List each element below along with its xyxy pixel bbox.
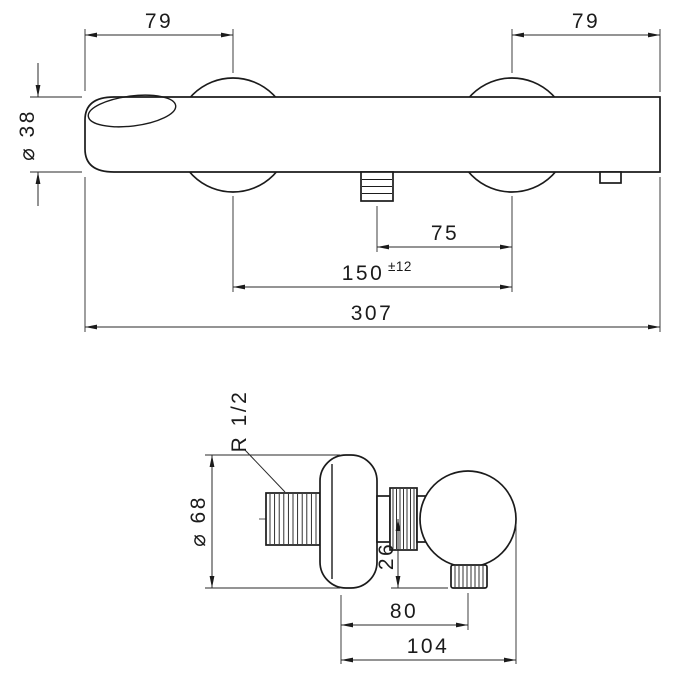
- dim-inlet-spacing: 150 ±12: [233, 259, 512, 290]
- dim-label: 26: [375, 542, 398, 570]
- volume-knob: [450, 564, 488, 589]
- inlet-thread: [265, 492, 321, 546]
- dim-label: 307: [351, 302, 394, 325]
- dim-outlet-drop: 26: [375, 519, 401, 588]
- body-end-tab: [599, 171, 622, 184]
- outlet-connector: [360, 171, 394, 202]
- mixer-body-profile: [419, 470, 517, 568]
- dim-depth-to-handle: 80: [341, 600, 468, 628]
- temperature-handle: [87, 94, 177, 128]
- dim-escutcheon-diameter: ⌀ 68: [187, 455, 215, 588]
- dim-right-offset: 79: [512, 10, 660, 38]
- dim-overall-length: 307: [85, 302, 660, 330]
- dim-label: 75: [431, 222, 459, 245]
- dim-label: 104: [407, 635, 450, 658]
- wall-escutcheon-profile: [319, 454, 378, 589]
- side-view-geometry: [259, 454, 517, 589]
- dim-body-diameter: ⌀ 38: [16, 63, 41, 206]
- dim-label: 150: [342, 262, 385, 285]
- dim-label: ⌀ 38: [16, 109, 39, 161]
- dim-label: 79: [572, 10, 600, 33]
- dim-label: R 1/2: [228, 390, 251, 453]
- dim-tolerance: ±12: [388, 259, 412, 274]
- mixer-body: [84, 96, 661, 173]
- escutcheon-disc: [319, 454, 378, 589]
- dim-outlet-to-inlet: 75: [377, 222, 512, 250]
- dim-thread-size: R 1/2: [228, 390, 286, 493]
- dim-label: ⌀ 68: [187, 495, 210, 547]
- dim-overall-depth: 104: [341, 635, 516, 663]
- connector-collar: [376, 495, 391, 543]
- volume-knob-body: [450, 564, 488, 589]
- connector-thread: [389, 487, 418, 551]
- dim-left-offset: 79: [85, 10, 233, 38]
- dim-label: 79: [145, 10, 173, 33]
- leader-line: [244, 449, 286, 493]
- front-view: 79 79 ⌀ 38 75 150 ±12 307: [16, 10, 661, 332]
- side-view-extension-lines: [205, 454, 517, 664]
- front-view-geometry: [84, 77, 661, 202]
- side-view: R 1/2 ⌀ 68 26 80 104: [187, 390, 517, 664]
- dim-label: 80: [390, 600, 418, 623]
